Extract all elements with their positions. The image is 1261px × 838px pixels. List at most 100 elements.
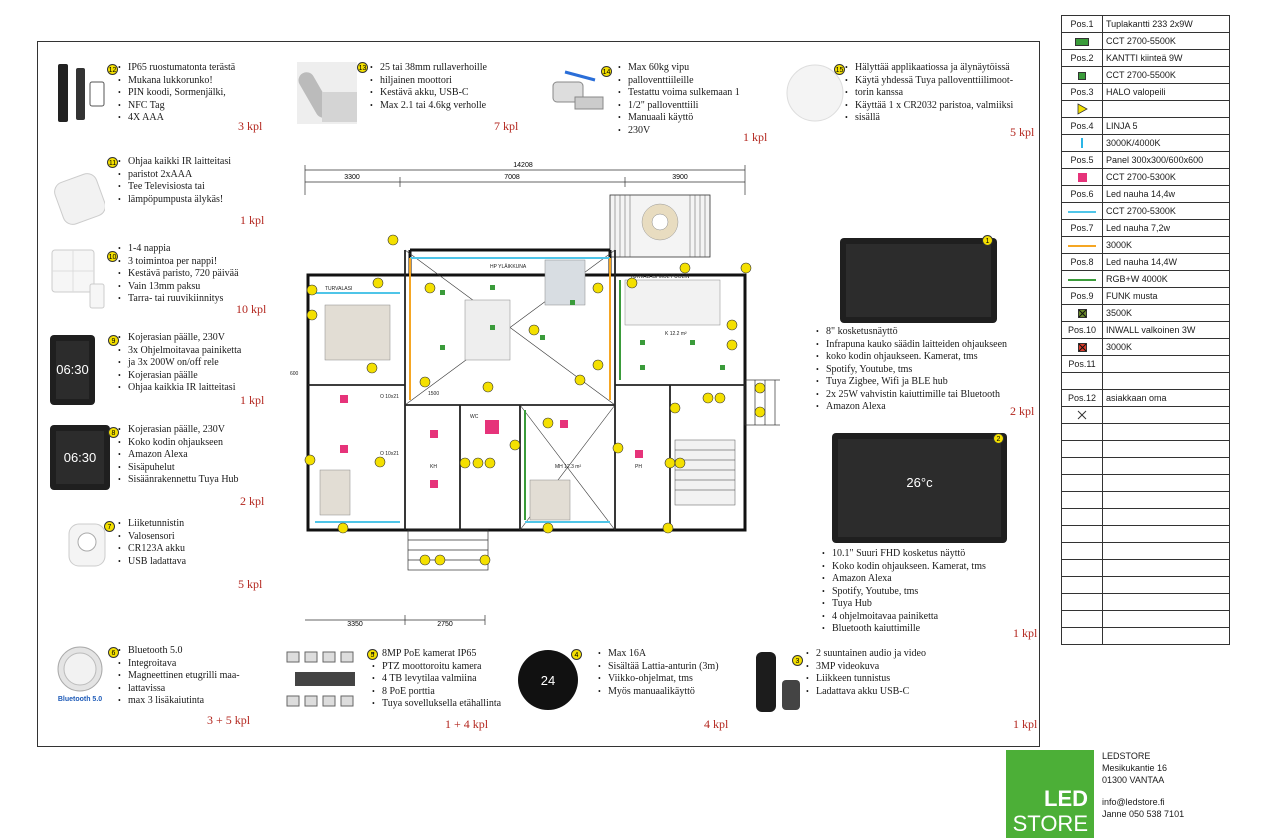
company-info: LEDSTORE Mesikukantie 16 01300 VANTAA in… [1102,750,1184,820]
label-turvalasi: TURVALASI [325,286,352,292]
speaker-description: Bluetooth 5.0IntegroitavaMagneettinen et… [118,645,240,708]
drawing-frame [37,41,1040,747]
bullet-item: Ohjaa kaikkia IR laitteitasi [118,382,241,395]
legend-row-empty [1061,627,1230,645]
legend-desc: Led nauha 7,2w [1102,219,1230,237]
bullet-item: Bluetooth 5.0 [118,645,240,658]
ir-description: Ohjaa kaikki IR laitteitasiparistot 2xAA… [118,156,231,206]
bullet-item: Sisäpuhelut [118,462,239,475]
bullet-item: PIN koodi, Sormenjälki, [118,87,235,100]
legend-swatch-double-square-icon [1061,32,1103,50]
legend-row: CCT 2700-5500K [1061,66,1230,84]
legend-swatch-x-icon [1061,406,1103,424]
switch-image [50,248,105,313]
dim-bottom-mid: 2750 [437,621,453,628]
legend-swatch-x-square-icon [1061,338,1103,356]
screen1-quantity: 2 kpl [1010,404,1035,418]
screen2-screen-text: 26°c [906,474,933,490]
bullet-item: PTZ moottoroitu kamera [372,661,501,674]
switch-description: 1-4 nappia3 toimintoa per nappi!Kestävä … [118,243,239,306]
bullet-item: Kestävä akku, USB-C [370,87,487,100]
bullet-item: Integroitava [118,658,240,671]
bullet-item: USB ladattava [118,556,186,569]
company-email: info@ledstore.fi [1102,797,1165,807]
legend-desc [1102,372,1230,390]
legend-cell [1102,576,1230,594]
legend-swatch-hline-icon [1061,270,1103,288]
legend-desc: KANTTI kiinteä 9W [1102,49,1230,67]
switch-badge: 10 [107,251,118,262]
bullet-item: 8" kosketusnäyttö [816,326,1007,339]
label-ph: PH [635,464,642,470]
legend-row-empty [1061,525,1230,543]
legend-desc: asiakkaan oma [1102,389,1230,407]
legend-pos: Pos.10 [1061,321,1103,339]
legend-row: 3000K/4000K [1061,134,1230,152]
camera-image [285,650,365,710]
blind-quantity: 7 kpl [494,119,519,133]
legend-row-empty [1061,610,1230,628]
bullet-item: Magneettinen etugrilli maa- [118,670,240,683]
panel8-screen-text: 06:30 [63,449,97,465]
legend-row: 3500K [1061,304,1230,322]
valve-quantity: 1 kpl [743,130,768,144]
camera-quantity: 1 + 4 kpl [445,717,489,731]
legend-cell [1061,627,1103,645]
bullet-item: Spotify, Youtube, tms [822,586,986,599]
blind-description: 25 tai 38mm rullaverhoillehiljainen moot… [370,62,487,112]
bullet-item: Sisäänrakennettu Tuya Hub [118,474,239,487]
logo-line1: LED [1044,786,1088,811]
bullet-item: paristot 2xAAA [118,169,231,182]
bullet-item: Käyttää 1 x CR2032 paristoa, valmiiksi [845,100,1013,113]
legend-cell [1102,627,1230,645]
blind-image [297,62,357,124]
bullet-item: Ohjaa kaikki IR laitteitasi [118,156,231,169]
lock-quantity: 3 kpl [238,119,263,133]
legend-desc: CCT 2700-5300K [1102,168,1230,186]
motion-description: LiiketunnistinValosensoriCR123A akkuUSB … [118,518,186,568]
legend-desc: RGB+W 4000K [1102,270,1230,288]
bullet-item: 25 tai 38mm rullaverhoille [370,62,487,75]
screen2-image: 26°c [832,433,1007,543]
legend-desc: Led nauha 14,4W [1102,253,1230,271]
bullet-item: 3x Ohjelmoitavaa painiketta [118,345,241,358]
legend-cell [1102,593,1230,611]
company-name: LEDSTORE [1102,751,1151,761]
bullet-item: hiljainen moottori [370,75,487,88]
legend-row: RGB+W 4000K [1061,270,1230,288]
ledstore-logo: LED STORE [1006,750,1094,838]
speaker-image: Bluetooth 5.0 [50,645,110,705]
bullet-item: koko kodin ohjaukseen. Kamerat, tms [816,351,1007,364]
legend-cell [1061,457,1103,475]
bullet-item: Infrapuna kauko säädin laitteiden ohjauk… [816,339,1007,352]
screen1-description: 8" kosketusnäyttöInfrapuna kauko säädin … [816,326,1007,414]
company-street: Mesikukantie 16 [1102,763,1168,773]
legend-pos: Pos.11 [1061,355,1103,373]
panel9-quantity: 1 kpl [240,393,265,407]
legend-pos: Pos.7 [1061,219,1103,237]
dim-top-mid: 7008 [504,174,520,181]
legend-cell [1061,440,1103,458]
dim-top-left: 3300 [344,174,360,181]
bullet-item: Vain 13mm paksu [118,281,239,294]
panel9-description: Kojerasian päälle, 230V3x Ohjelmoitavaa … [118,332,241,395]
legend-cell [1102,423,1230,441]
legend-row: 3000K [1061,236,1230,254]
bullet-item: Hälyttää applikaatiossa ja älynäytöissä [845,62,1013,75]
company-phone: Janne 050 538 7101 [1102,809,1185,819]
bullet-item: 4 ohjelmoitavaa painiketta [822,611,986,624]
bullet-item: torin kanssa [845,87,1013,100]
legend-cell [1061,423,1103,441]
label-o1: O 10x21 [380,394,399,400]
legend-swatch-triangle-icon [1061,100,1103,118]
label-1500: 1500 [428,391,439,397]
bullet-item: Liiketunnistin [118,518,186,531]
legend-pos: Pos.12 [1061,389,1103,407]
logo-line2: STORE [1012,811,1088,836]
bullet-item: Kojerasian päälle, 230V [118,424,239,437]
legend-desc [1102,355,1230,373]
